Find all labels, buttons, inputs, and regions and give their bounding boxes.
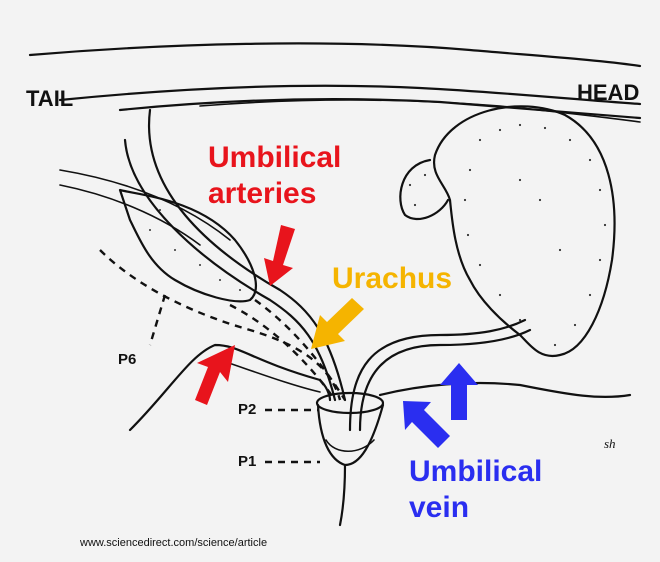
umbilical-artery-arrow-lower <box>195 345 235 405</box>
umbilical-vein-arrow-right <box>440 363 478 420</box>
umbilical-arteries-label-line2: arteries <box>208 177 317 210</box>
head-label: HEAD <box>577 80 640 105</box>
dashed-lines <box>99 249 347 464</box>
p2-label: P2 <box>238 401 257 418</box>
source-caption: www.sciencedirect.com/science/article <box>80 537 268 549</box>
umbilical-vein-arrow-left <box>403 401 450 448</box>
umbilical-vein-label-line2: vein <box>409 491 470 524</box>
urachus-arrow <box>311 298 364 349</box>
urachus-label: Urachus <box>332 262 453 295</box>
umbilicus <box>315 391 385 527</box>
p6-label: P6 <box>118 351 137 368</box>
umbilical-artery-arrow-upper <box>264 225 295 286</box>
umbilical-vein-label-line1: Umbilical <box>409 455 543 488</box>
artist-signature: sh <box>604 436 616 451</box>
liver <box>399 105 616 358</box>
umbilical-arteries-label-line1: Umbilical <box>208 141 342 174</box>
liver-stipple <box>408 123 607 347</box>
p1-label: P1 <box>238 453 257 470</box>
umbilical-vein-drawing <box>348 318 532 432</box>
tail-label: TAIL <box>26 86 74 111</box>
dorsal-body-wall <box>28 42 642 123</box>
bladder <box>118 188 257 303</box>
